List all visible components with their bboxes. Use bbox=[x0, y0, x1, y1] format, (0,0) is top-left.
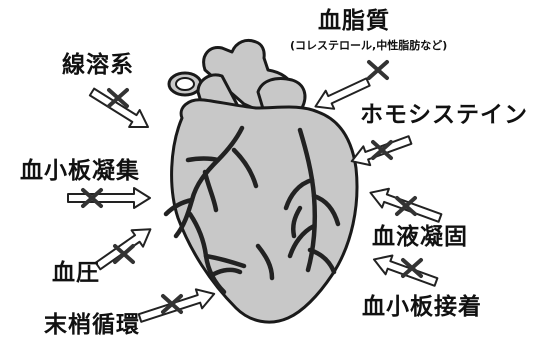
label-peripheral-circulation: 末梢循環 bbox=[44, 314, 140, 337]
label-homocysteine: ホモシステイン bbox=[360, 104, 528, 127]
label-platelet-adhesion: 血小板接着 bbox=[362, 296, 482, 319]
vessel-lumen bbox=[176, 78, 194, 90]
arrow-platelet-aggregation bbox=[68, 188, 150, 208]
label-blood-pressure: 血圧 bbox=[52, 262, 100, 285]
arrow-platelet-adhesion bbox=[371, 250, 440, 291]
heart-body bbox=[172, 100, 357, 322]
heart-illustration bbox=[169, 40, 357, 322]
label-fibrinolysis: 線溶系 bbox=[62, 54, 134, 77]
label-blood-coagulation: 血液凝固 bbox=[372, 226, 468, 249]
label-platelet-aggregation: 血小板凝集 bbox=[20, 160, 140, 183]
label-lipids: 血脂質 bbox=[318, 10, 390, 33]
cross-lipids bbox=[369, 62, 387, 78]
label-lipids-detail: (コレステロール,中性脂肪など) bbox=[290, 40, 447, 51]
arrow-blood-pressure bbox=[92, 221, 156, 274]
arrow-fibrinolysis bbox=[87, 84, 154, 136]
